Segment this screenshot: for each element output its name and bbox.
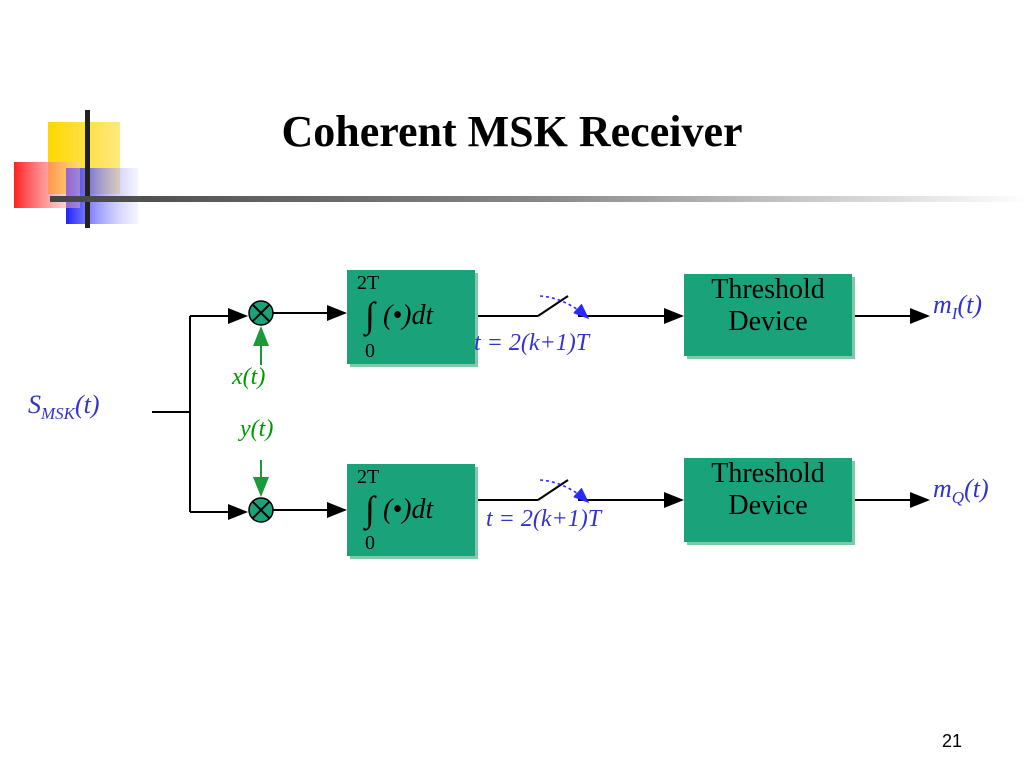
- sampling-time-label-bottom: t = 2(k+1)T: [486, 506, 602, 532]
- output-label-bottom: mQ(t): [933, 474, 989, 507]
- mixer-bottom: [248, 497, 274, 523]
- mixer-top: [248, 300, 274, 326]
- integrator-upper-limit: 2T: [357, 272, 380, 294]
- input-signal-label: SMSK(t): [28, 390, 100, 423]
- carrier-label-y: y(t): [240, 416, 274, 442]
- threshold-device-top: Threshold Device: [684, 274, 852, 356]
- page-title: Coherent MSK Receiver: [281, 107, 743, 156]
- title-underline: [50, 196, 1024, 202]
- integral-sign: ∫: [365, 489, 375, 529]
- integrator-lower-limit: 0: [365, 340, 375, 362]
- integrator-expression: (•)dt: [383, 494, 434, 525]
- slide-number: 21: [941, 731, 962, 751]
- switch-sampling-arrow-top: [539, 295, 590, 320]
- threshold-label-line2: Device: [728, 306, 808, 337]
- threshold-label-line1: Threshold: [711, 458, 825, 489]
- carrier-label-x: x(t): [232, 364, 266, 390]
- threshold-device-bottom: Threshold Device: [684, 458, 852, 542]
- output-label-top: mI(t): [933, 290, 982, 323]
- integrator-expression: (•)dt: [383, 300, 434, 331]
- switch-blade-top: [537, 295, 569, 317]
- switch-sampling-arrow-bottom: [539, 479, 590, 504]
- integrator-upper-limit: 2T: [357, 466, 380, 488]
- threshold-label-line1: Threshold: [711, 274, 825, 305]
- sampling-time-label-top: t = 2(k+1)T: [474, 330, 590, 356]
- integrator-top: 2T ∫ (•)dt 0: [347, 270, 475, 364]
- logo-vertical-bar: [85, 110, 90, 228]
- switch-blade-bottom: [537, 479, 569, 501]
- integrator-bottom: 2T ∫ (•)dt 0: [347, 464, 475, 556]
- threshold-label-line2: Device: [728, 490, 808, 521]
- integrator-lower-limit: 0: [365, 532, 375, 554]
- slide-decoration: [14, 110, 1024, 228]
- integral-sign: ∫: [365, 295, 375, 335]
